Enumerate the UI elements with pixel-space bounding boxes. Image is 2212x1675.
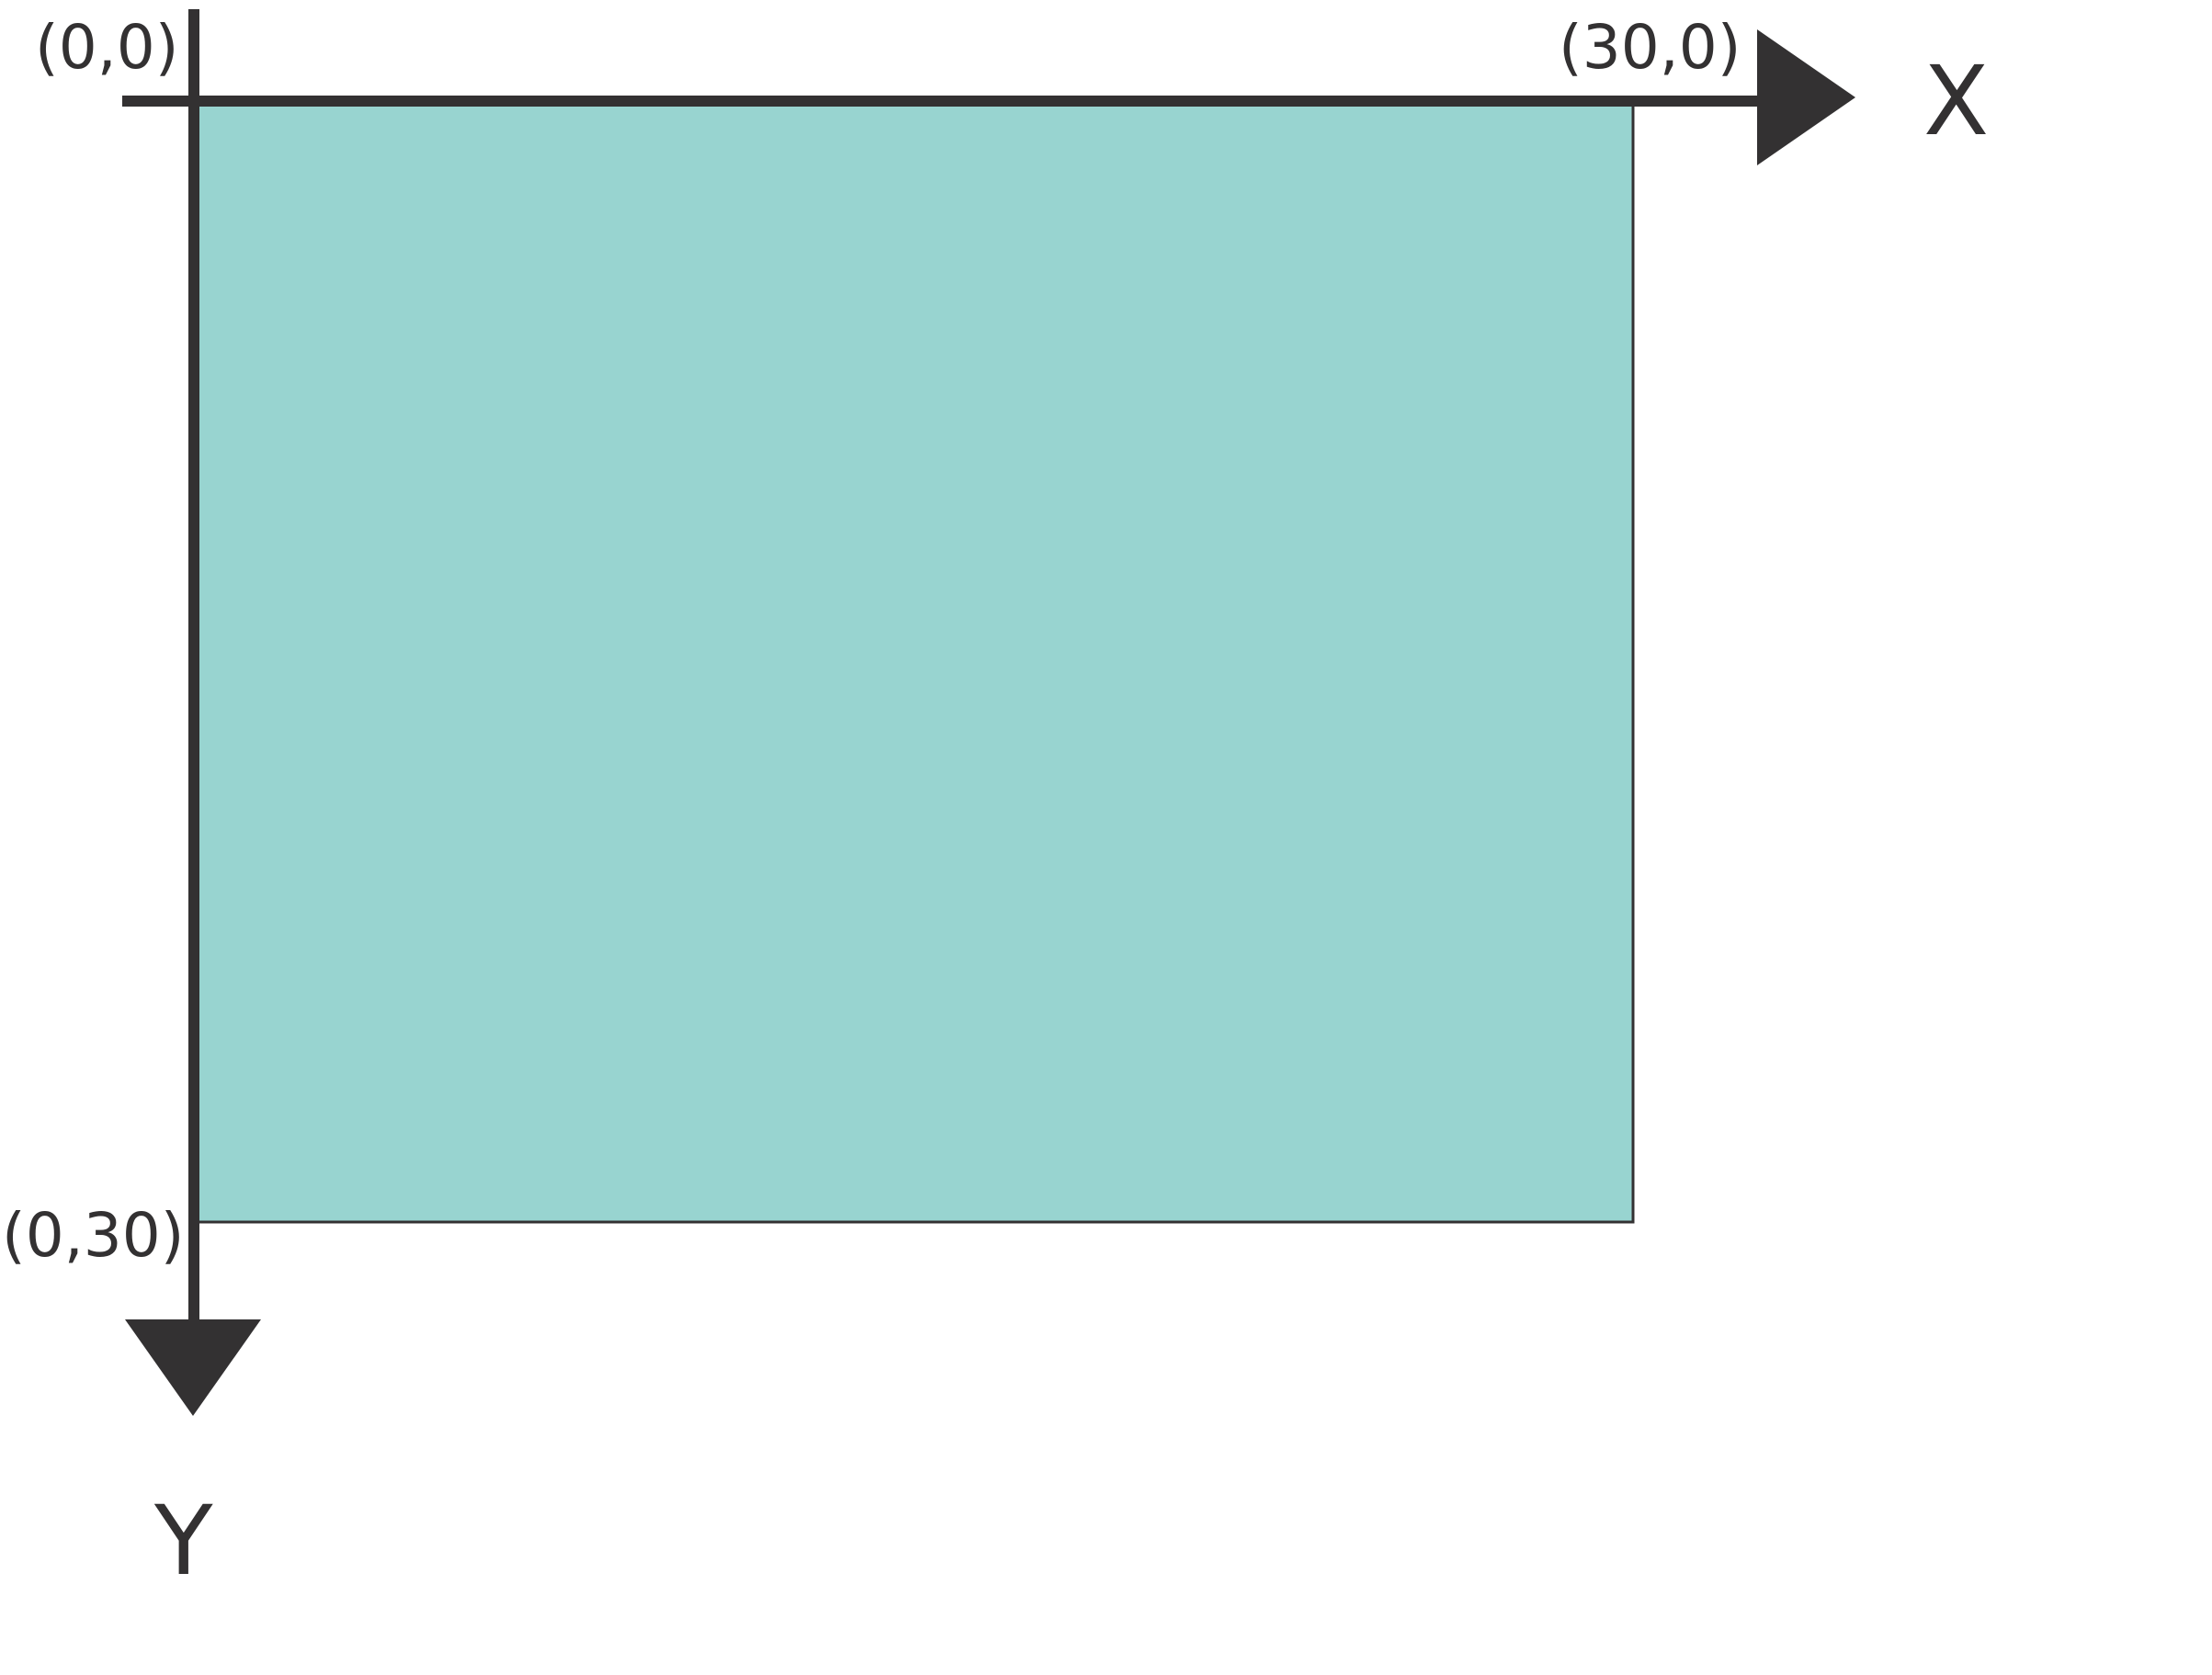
y-axis-label: Y (153, 1485, 213, 1597)
region-rectangle (192, 99, 1635, 1224)
y-axis-arrowhead (125, 1319, 261, 1416)
x-axis-label: X (1923, 45, 1989, 157)
x-end-label: (30,0) (1559, 12, 1741, 83)
y-end-label: (0,30) (2, 1200, 184, 1271)
x-axis-arrowhead (1757, 29, 1855, 165)
origin-label: (0,0) (35, 12, 178, 83)
